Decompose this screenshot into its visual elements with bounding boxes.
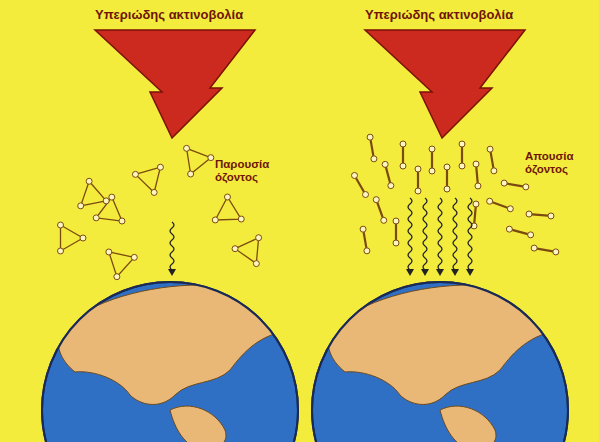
earth-globe: [42, 282, 298, 442]
ozone-label: Απουσία όζοντος: [525, 150, 587, 176]
molecules: [58, 134, 559, 280]
radiation-title: Υπεριώδης ακτινοβολία: [365, 8, 513, 23]
ozone-label: Παρουσία όζοντος: [215, 158, 277, 184]
earth-globe: [312, 282, 568, 442]
uv-arrow: [365, 30, 525, 138]
uv-arrow: [95, 30, 255, 138]
uv-rays: [168, 198, 474, 276]
radiation-title: Υπεριώδης ακτινοβολία: [95, 8, 243, 23]
